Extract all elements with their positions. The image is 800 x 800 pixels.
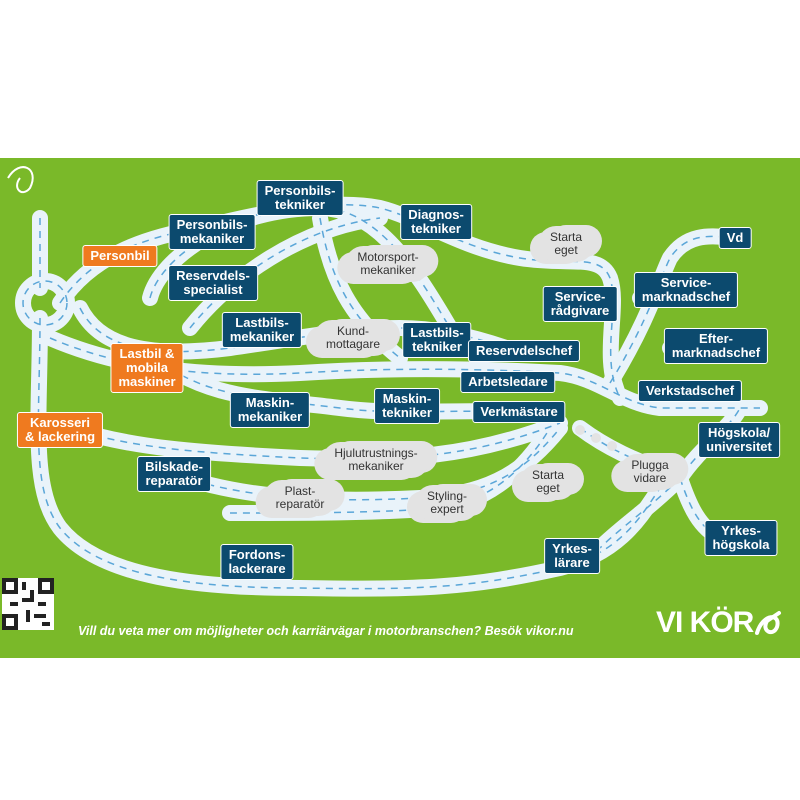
cloud-plugga-vidare: Plugga vidare	[619, 454, 681, 490]
cloud-kundmottagare: Kund- mottagare	[313, 320, 393, 356]
cloud-plastreparator: Plast- reparatör	[263, 480, 337, 516]
job-reservdelsspecialist: Reservdels- specialist	[168, 265, 258, 301]
cloud-hjulutrustningsmekaniker: Hjulutrustnings- mekaniker	[322, 442, 430, 478]
logo-text: VI KÖR	[656, 606, 754, 639]
job-fordonslackerare: Fordons- lackerare	[220, 544, 294, 580]
footer-cta-text: Vill du veta mer om möjligheter och karr…	[78, 624, 574, 638]
job-yrkeslarare: Yrkes- lärare	[544, 538, 600, 574]
cloud-starta-eget-1: Starta eget	[537, 226, 595, 262]
job-hogskola: Högskola/ universitet	[698, 422, 780, 458]
roundabout-icon	[7, 166, 34, 194]
dots-decoration	[575, 425, 617, 451]
job-arbetsledare: Arbetsledare	[460, 371, 556, 393]
job-servicemarknadschef: Service- marknadschef	[633, 272, 739, 308]
cloud-stylingexpert: Styling- expert	[414, 485, 480, 521]
job-bilskadereparator: Bilskade- reparatör	[137, 456, 211, 492]
cloud-starta-eget-2: Starta eget	[519, 464, 577, 500]
job-verkstadschef: Verkstadschef	[637, 380, 743, 402]
job-eftermarknadschef: Efter- marknadschef	[663, 328, 769, 364]
job-maskinmekaniker: Maskin- mekaniker	[229, 392, 311, 428]
logo-loop-icon	[755, 611, 782, 636]
entry-personbil: Personbil	[82, 245, 158, 267]
qr-code-icon	[2, 578, 54, 630]
job-reservdelschef: Reservdelschef	[467, 340, 581, 362]
entry-karosseri: Karosseri & lackering	[16, 412, 104, 448]
career-map: Personbil Lastbil & mobila maskiner Karo…	[0, 158, 800, 658]
job-lastbilsmekaniker: Lastbils- mekaniker	[221, 312, 303, 348]
job-personbilsmekaniker: Personbils- mekaniker	[168, 214, 256, 250]
job-lastbilstekniker: Lastbils- tekniker	[402, 322, 472, 358]
job-personbilstekniker: Personbils- tekniker	[256, 180, 344, 216]
job-vd: Vd	[718, 227, 752, 249]
job-servicer: Service- rådgivare	[542, 286, 618, 322]
job-verkmastare: Verkmästare	[472, 401, 566, 423]
job-diagnostekniker: Diagnos- tekniker	[400, 204, 472, 240]
vikor-logo: VI KÖR	[656, 606, 783, 640]
cloud-motorsportmekaniker: Motorsport- mekaniker	[345, 246, 431, 282]
job-yrkeshogskola: Yrkes- högskola	[704, 520, 778, 556]
job-maskintekniker: Maskin- tekniker	[374, 388, 440, 424]
entry-lastbil: Lastbil & mobila maskiner	[110, 343, 184, 393]
